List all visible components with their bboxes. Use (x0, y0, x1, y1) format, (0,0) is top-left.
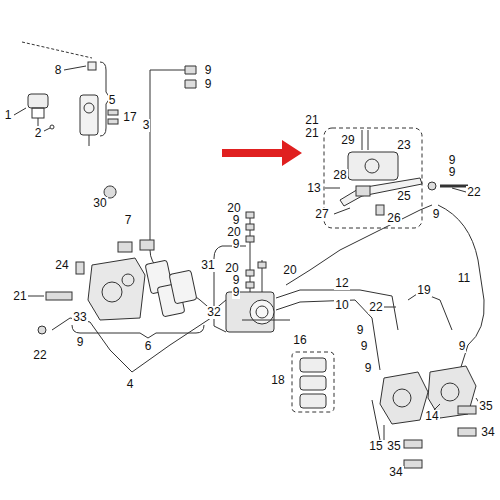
callout-number: 9 (76, 336, 85, 349)
callout-number: 10 (334, 299, 349, 312)
callout-number: 28 (332, 169, 347, 182)
callout-number: 9 (204, 78, 213, 91)
callout-number: 12 (334, 277, 349, 290)
callout-number: 1 (4, 109, 13, 122)
callout-number: 30 (92, 197, 107, 210)
callout-number: 7 (124, 214, 133, 227)
callout-number: 13 (306, 182, 321, 195)
callout-number: 9 (232, 238, 241, 251)
callout-number: 3 (142, 119, 151, 132)
callout-number: 32 (206, 306, 221, 319)
callout-number: 26 (386, 212, 401, 225)
callout-number: 9 (364, 362, 373, 375)
callout-number: 17 (122, 111, 137, 124)
callout-number: 9 (360, 340, 369, 353)
callout-number: 29 (340, 134, 355, 147)
callout-number: 9 (232, 286, 241, 299)
callout-number: 18 (270, 374, 285, 387)
callout-number: 21 (304, 114, 319, 127)
callout-number: 34 (388, 466, 403, 479)
callout-number: 11 (457, 272, 471, 285)
callout-number: 15 (368, 440, 383, 453)
callout-number: 27 (314, 208, 329, 221)
callout-number: 4 (126, 378, 135, 391)
callout-number: 9 (356, 324, 365, 337)
callout-number: 9 (432, 208, 441, 221)
callout-number: 25 (396, 190, 411, 203)
callout-number: 6 (144, 340, 153, 353)
callout-number: 22 (368, 301, 383, 314)
callout-number: 34 (480, 426, 495, 439)
callout-number: 20 (282, 264, 297, 277)
callout-number: 9 (458, 340, 467, 353)
callout-number: 31 (200, 259, 215, 272)
callout-number: 14 (424, 410, 439, 423)
callout-number: 23 (396, 139, 411, 152)
callout-number: 21 (12, 290, 27, 303)
callout-number: 19 (416, 284, 431, 297)
callout-number: 22 (32, 349, 47, 362)
callout-number: 8 (54, 64, 63, 77)
callout-number: 9 (448, 166, 457, 179)
callout-number: 35 (478, 400, 493, 413)
callout-number: 22 (466, 186, 481, 199)
callout-number: 24 (54, 259, 69, 272)
callout-number: 33 (72, 311, 87, 324)
callout-number: 5 (108, 94, 117, 107)
callout-number: 2 (34, 127, 43, 140)
callout-number: 16 (292, 334, 307, 347)
callout-number: 21 (304, 127, 319, 140)
callout-number: 35 (386, 440, 401, 453)
callout-number: 9 (204, 64, 213, 77)
